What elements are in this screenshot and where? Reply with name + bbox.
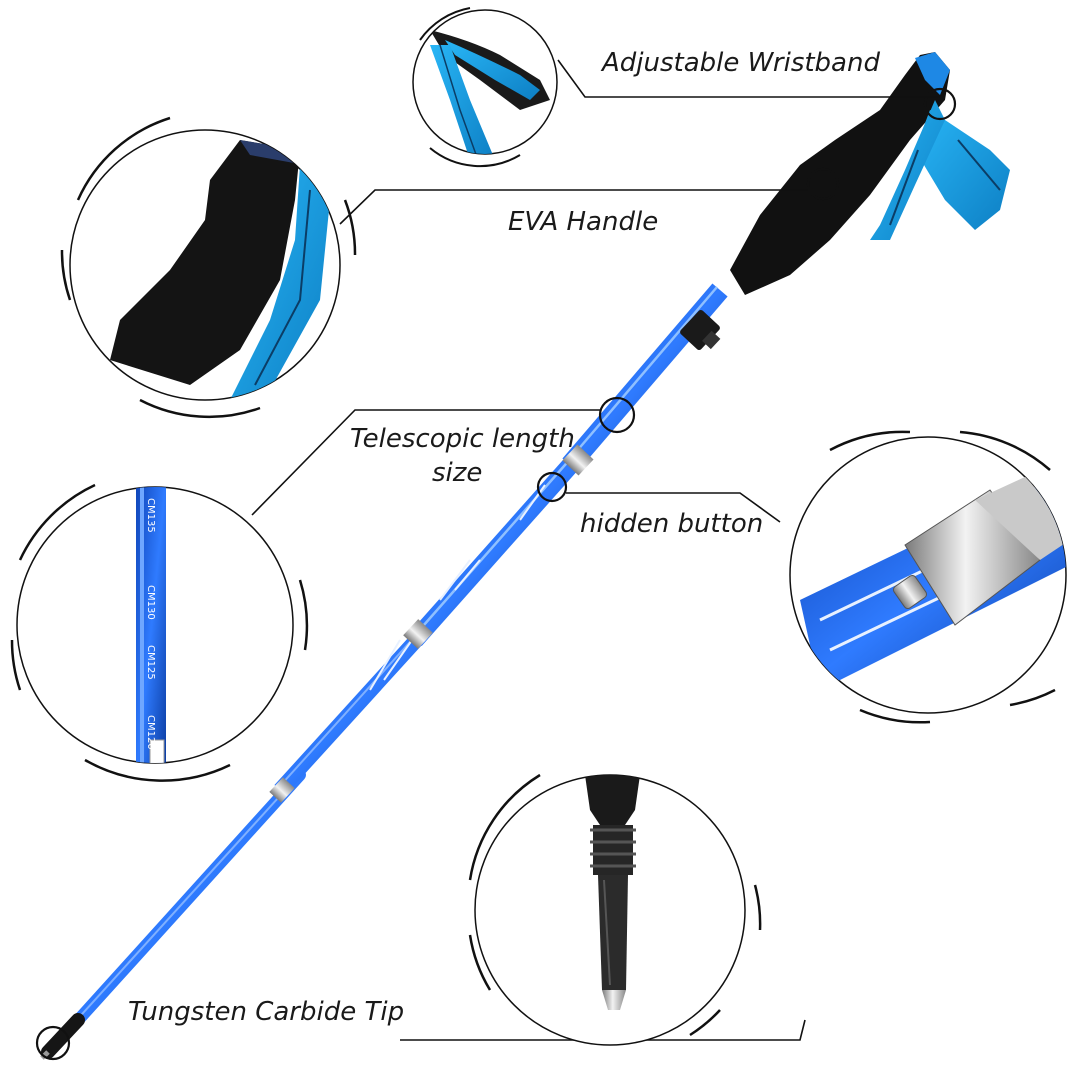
shaft-marking: CM125 (145, 645, 156, 680)
hidden-button-label: hidden button (580, 509, 764, 539)
handle-label: EVA Handle (508, 207, 659, 237)
shaft-marking: CM135 (145, 498, 156, 533)
scale-detail-circle (10, 483, 309, 782)
shaft-marking: CM120 (145, 715, 156, 750)
telescopic-label-line2: size (432, 458, 483, 488)
tip-detail-circle (468, 773, 762, 1046)
shaft-marking: CM130 (145, 585, 156, 620)
handle-detail-circle (60, 116, 357, 419)
pole-handle (730, 52, 1010, 295)
shaft-markings: CM135 CM130 CM125 CM120 (145, 498, 156, 750)
wristband-label: Adjustable Wristband (602, 48, 880, 78)
leader-lines (251, 59, 940, 1041)
tip-label: Tungsten Carbide Tip (128, 997, 405, 1027)
pole-shaft (40, 283, 728, 1060)
wristband-detail-circle (412, 7, 558, 168)
hidden-button-detail-circle (789, 430, 1067, 724)
reference-rings (35, 87, 957, 1061)
telescopic-label-line1: Telescopic length (350, 424, 575, 454)
